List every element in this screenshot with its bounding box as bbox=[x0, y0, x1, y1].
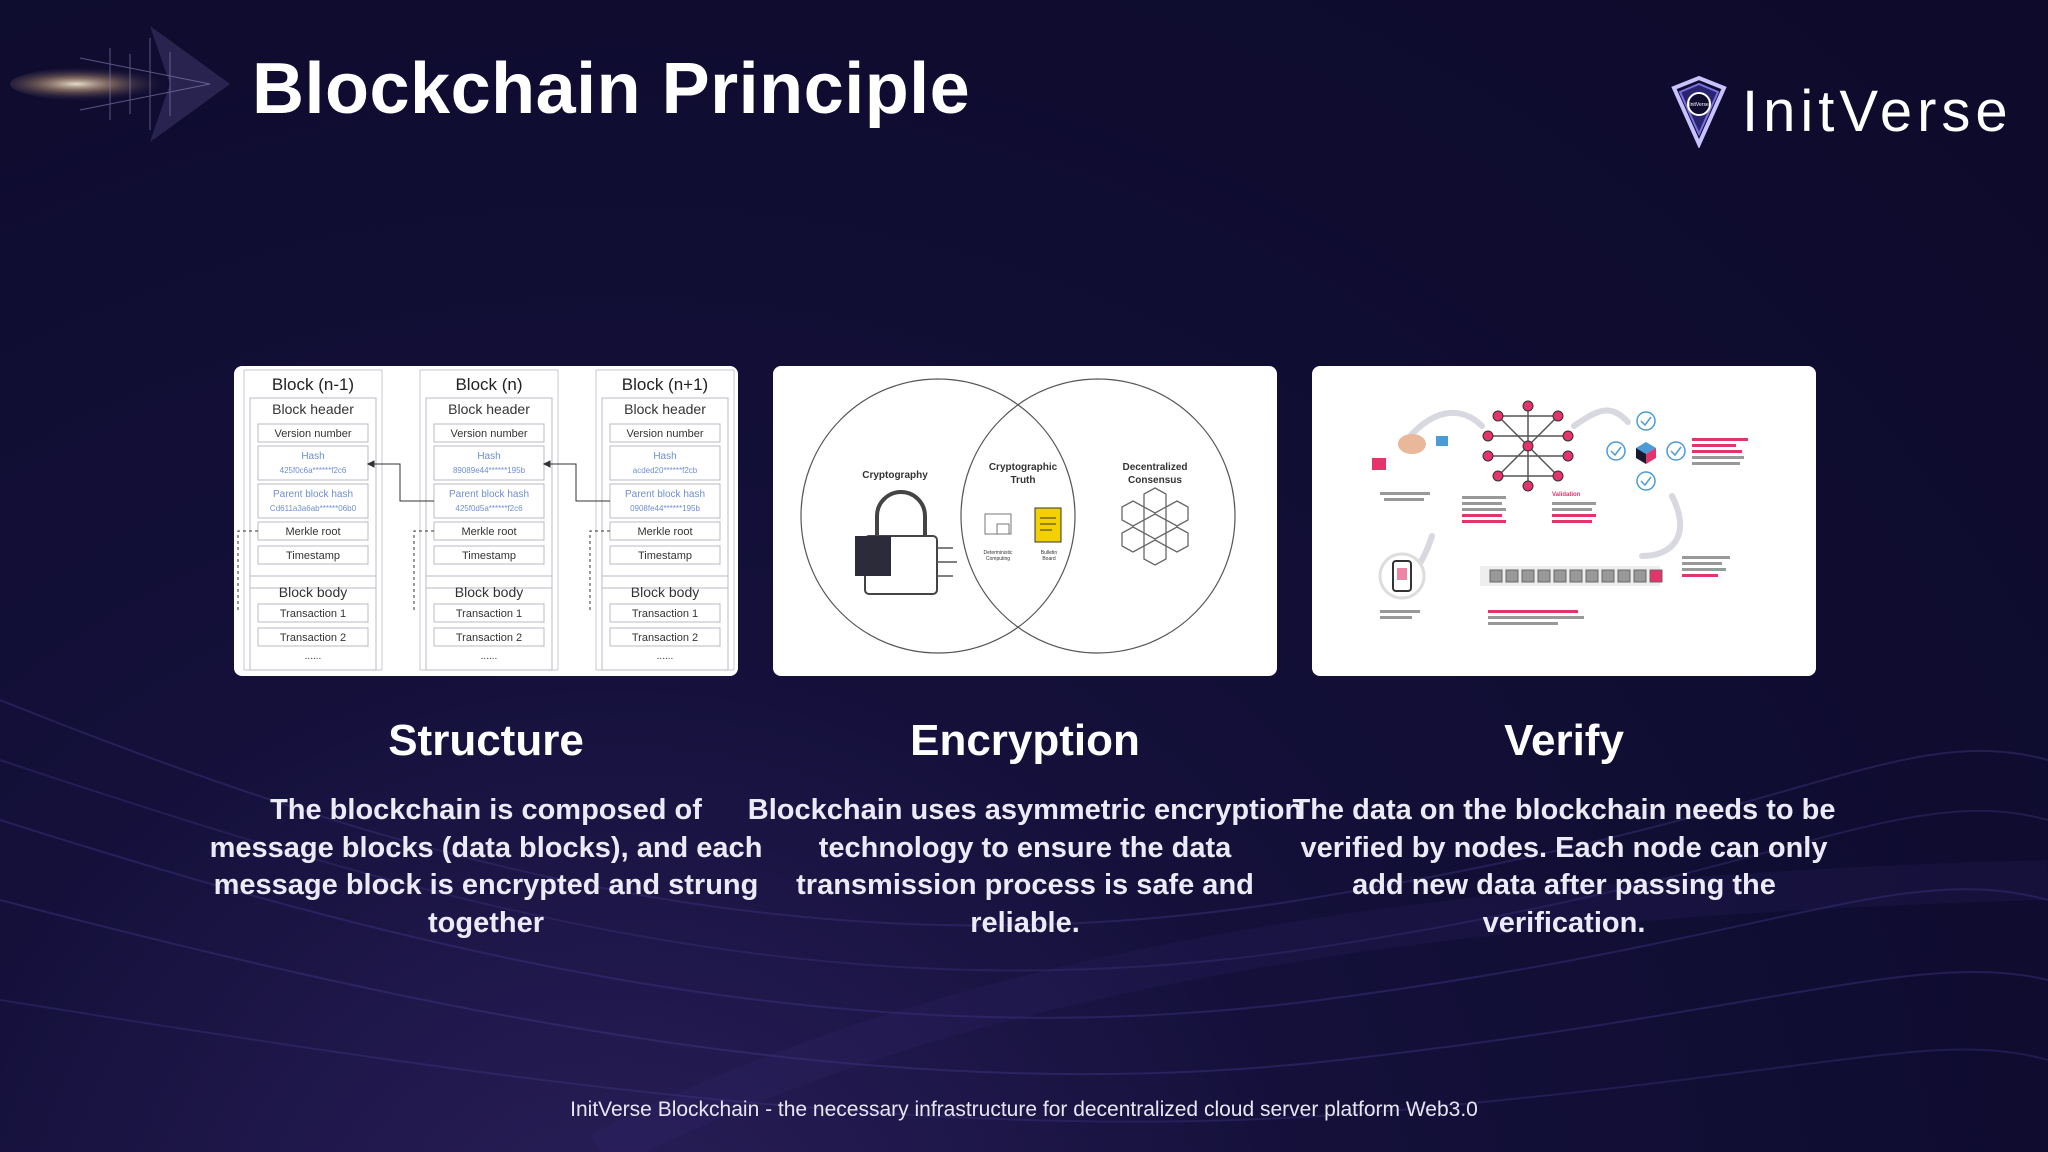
svg-text:Block header: Block header bbox=[272, 401, 354, 417]
svg-text:Transaction 1: Transaction 1 bbox=[280, 608, 346, 620]
initverse-logo-icon: InitVerse bbox=[1671, 75, 1727, 148]
verify-diagram: Validation bbox=[1372, 400, 1748, 625]
encryption-diagram-card: Cryptography Cryptographic Truth Decentr… bbox=[773, 366, 1277, 676]
svg-text:Block header: Block header bbox=[624, 401, 706, 417]
svg-text:Cryptographic: Cryptographic bbox=[989, 462, 1058, 473]
svg-text:Parent block hash: Parent block hash bbox=[625, 489, 705, 500]
svg-text:acded20******f2cb: acded20******f2cb bbox=[633, 466, 698, 475]
payment-hand-icon bbox=[1372, 434, 1448, 470]
svg-text:Truth: Truth bbox=[1011, 475, 1036, 486]
footer-tagline: InitVerse Blockchain - the necessary inf… bbox=[570, 1098, 1478, 1121]
svg-text:Transaction 2: Transaction 2 bbox=[280, 632, 346, 644]
validation-checks-icon bbox=[1606, 411, 1686, 491]
svg-text:Parent block hash: Parent block hash bbox=[273, 489, 353, 500]
svg-text:Block (n-1): Block (n-1) bbox=[272, 375, 354, 394]
svg-text:Merkle root: Merkle root bbox=[637, 526, 692, 538]
node-network-icon bbox=[1482, 400, 1574, 492]
svg-text:Timestamp: Timestamp bbox=[286, 550, 340, 562]
venn-diagram: Cryptography Cryptographic Truth Decentr… bbox=[800, 378, 1236, 654]
svg-text:......: ...... bbox=[481, 651, 498, 662]
svg-text:Cryptography: Cryptography bbox=[862, 470, 928, 481]
verify-description: The data on the blockchain needs to be v… bbox=[1292, 794, 1836, 939]
structure-description: The blockchain is composed of message bl… bbox=[209, 794, 763, 939]
svg-text:Transaction 2: Transaction 2 bbox=[632, 632, 698, 644]
svg-text:Parent block hash: Parent block hash bbox=[449, 489, 529, 500]
structure-title: Structure bbox=[388, 716, 584, 765]
svg-text:......: ...... bbox=[305, 651, 322, 662]
slide-title: Blockchain Principle bbox=[252, 49, 971, 129]
arrow-decoration-icon bbox=[10, 26, 230, 142]
structure-diagram: Block (n-1) Block header Version number … bbox=[237, 369, 735, 671]
svg-text:Validation: Validation bbox=[1552, 492, 1581, 498]
svg-text:Version number: Version number bbox=[450, 428, 527, 440]
padlock-icon bbox=[855, 490, 957, 595]
block-n-plus-1: Block (n+1) Block header Version number … bbox=[595, 369, 735, 671]
block-chain-icon bbox=[1480, 566, 1663, 586]
deterministic-computing-icon: Deterministic Computing bbox=[984, 513, 1013, 562]
svg-text:Block (n+1): Block (n+1) bbox=[622, 375, 708, 394]
brand: InitVerse InitVerse bbox=[1668, 74, 2013, 148]
verify-diagram-card: Validation bbox=[1312, 366, 1816, 676]
svg-text:Hash: Hash bbox=[301, 451, 324, 462]
svg-text:Merkle root: Merkle root bbox=[461, 526, 516, 538]
svg-text:Timestamp: Timestamp bbox=[638, 550, 692, 562]
block-links bbox=[237, 460, 610, 612]
svg-text:425f0c6a******f2c6: 425f0c6a******f2c6 bbox=[280, 466, 347, 475]
svg-text:425f0d5a******f2c6: 425f0d5a******f2c6 bbox=[455, 504, 523, 513]
svg-text:......: ...... bbox=[657, 651, 674, 662]
svg-text:89089e44******195b: 89089e44******195b bbox=[453, 466, 526, 475]
svg-text:Block body: Block body bbox=[631, 584, 699, 600]
svg-text:Cd611a3a6ab******06b0: Cd611a3a6ab******06b0 bbox=[270, 504, 357, 513]
svg-text:Version number: Version number bbox=[274, 428, 351, 440]
bulletin-board-icon: Bulletin Board bbox=[1034, 507, 1062, 562]
svg-text:Block body: Block body bbox=[279, 584, 347, 600]
svg-text:0908fe44******195b: 0908fe44******195b bbox=[630, 504, 700, 513]
block-cube-icon bbox=[1636, 442, 1656, 464]
encryption-title: Encryption bbox=[910, 716, 1140, 765]
svg-text:InitVerse: InitVerse bbox=[1689, 102, 1709, 108]
block-n-minus-1: Block (n-1) Block header Version number … bbox=[243, 369, 383, 671]
svg-text:Version number: Version number bbox=[626, 428, 703, 440]
svg-text:Board: Board bbox=[1042, 556, 1056, 562]
encryption-description: Blockchain uses asymmetric encryption te… bbox=[747, 794, 1303, 939]
svg-text:Block body: Block body bbox=[455, 584, 523, 600]
structure-diagram-card: Block (n-1) Block header Version number … bbox=[234, 366, 738, 676]
svg-text:Transaction 2: Transaction 2 bbox=[456, 632, 522, 644]
svg-text:Block (n): Block (n) bbox=[455, 375, 522, 394]
svg-text:Hash: Hash bbox=[477, 451, 500, 462]
svg-text:Transaction 1: Transaction 1 bbox=[632, 608, 698, 620]
svg-text:Hash: Hash bbox=[653, 451, 676, 462]
consensus-network-icon bbox=[1121, 487, 1189, 566]
svg-text:Computing: Computing bbox=[986, 556, 1010, 562]
verify-title: Verify bbox=[1504, 716, 1624, 765]
svg-text:Consensus: Consensus bbox=[1128, 475, 1182, 486]
svg-text:Deterministic: Deterministic bbox=[984, 550, 1013, 556]
svg-text:Decentralized: Decentralized bbox=[1122, 462, 1187, 473]
brand-name: InitVerse bbox=[1742, 78, 2013, 144]
svg-text:Merkle root: Merkle root bbox=[285, 526, 340, 538]
svg-text:Transaction 1: Transaction 1 bbox=[456, 608, 522, 620]
svg-text:Bulletin: Bulletin bbox=[1041, 550, 1058, 556]
block-n: Block (n) Block header Version number Ha… bbox=[419, 369, 559, 671]
phone-icon bbox=[1378, 552, 1426, 600]
svg-text:Block header: Block header bbox=[448, 401, 530, 417]
svg-text:Timestamp: Timestamp bbox=[462, 550, 516, 562]
